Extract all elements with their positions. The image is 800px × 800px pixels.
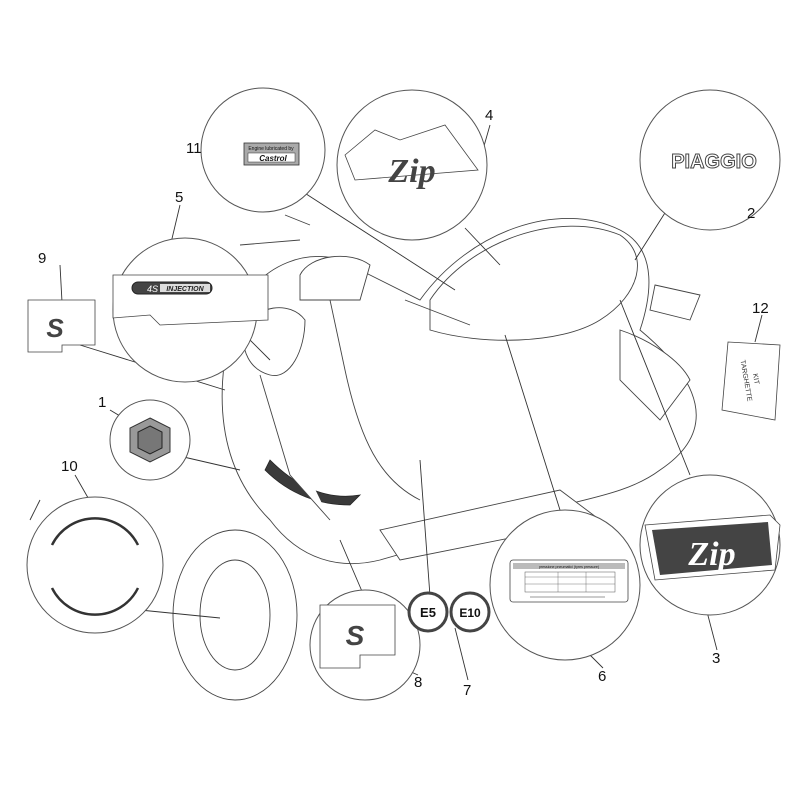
callout-number-7: 7 [463,682,471,699]
callout-4-zip: Zip [336,89,488,241]
callout-number-8: 8 [414,674,422,691]
zip-decal-text: Zip [387,153,435,190]
callout-number-1: 1 [98,394,106,411]
callout-8-s-decal: S [309,589,421,701]
callout-number-2: 2 [747,205,755,222]
callout-5-injection: 4S INJECTION [112,237,269,383]
callout-number-10: 10 [61,458,78,475]
callout-number-9: 9 [38,250,46,267]
callout-number-12: 12 [752,300,769,317]
callout-number-11: 11 [186,140,202,157]
callout-11-castrol: Engine lubricated by Castrol [200,87,326,213]
s-decal-text: S [346,620,365,651]
injection-text: INJECTION [166,286,204,293]
callout-12-kit: KIT TARGHETTE [721,341,781,421]
tyre-title-text: pressione pneumatici (tyres pressure) [539,565,599,569]
castrol-brand-text: Castrol [259,154,287,163]
e5-label: E5 [420,605,436,620]
castrol-top-text: Engine lubricated by [248,146,294,152]
callout-1-emblem [109,399,191,481]
injection-model-text: 4S [147,284,158,294]
callout-number-5: 5 [175,189,183,206]
callout-9-s-decal: S [27,299,96,353]
zip-decal-text: Zip [687,536,735,573]
callout-2-piaggio: PIAGGIO [639,89,781,231]
e10-label: E10 [459,606,481,620]
callout-number-4: 4 [485,107,493,124]
callout-number-3: 3 [712,650,720,667]
piaggio-text: PIAGGIO [671,151,757,173]
kit-text: KIT [751,373,760,386]
callout-6-tyre-label: pressione pneumatici (tyres pressure) [489,509,641,661]
s-decal-text: S [46,313,64,343]
callout-3-zip: Zip [639,474,781,616]
scooter-drawing [172,214,701,701]
callout-7-fuel-labels: E5 E10 [407,591,491,633]
callout-10-stripe [26,496,164,634]
callout-numbers: 1 2 3 4 5 6 7 8 9 10 11 12 [38,107,769,699]
callout-number-6: 6 [598,668,606,685]
